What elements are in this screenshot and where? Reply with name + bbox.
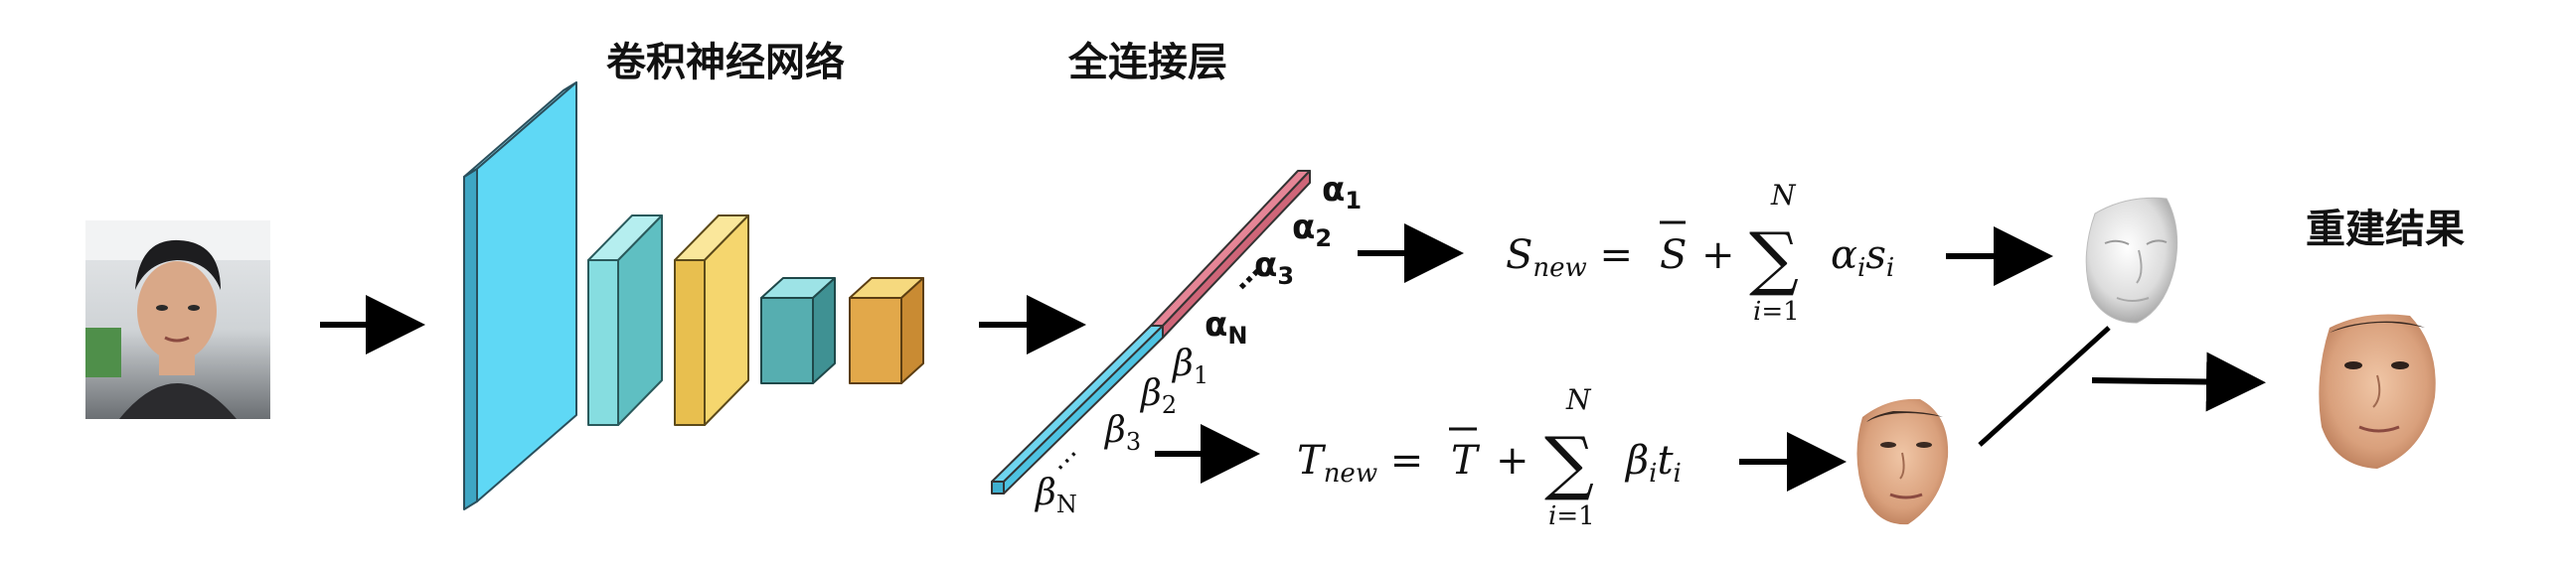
texture-equation: Tnew = T + ∑ N i=1 βiti (1297, 383, 1682, 531)
svg-text:Snew =: Snew = (1506, 232, 1633, 283)
conv-layer-4 (760, 277, 836, 384)
conv-layer-5 (849, 277, 924, 384)
svg-text:βiti: βiti (1624, 438, 1682, 489)
beta-1-label: β1 (1171, 344, 1208, 389)
arrow-to-result (2091, 352, 2266, 412)
alpha-2-label: α2 (1292, 208, 1332, 252)
gray-face-mesh (2085, 197, 2178, 324)
svg-text:∑: ∑ (1749, 217, 1799, 299)
svg-text:N: N (1770, 179, 1797, 212)
beta-n-label: βN (1034, 473, 1077, 518)
alpha-3-label: α3 (1254, 245, 1294, 290)
alpha-n-label: αN (1205, 305, 1247, 350)
svg-text:N: N (1565, 383, 1592, 416)
fc-layer-title: 全连接层 (1068, 40, 1227, 85)
result-title: 重建结果 (2306, 207, 2465, 252)
shape-equation: Snew = S + ∑ N i=1 αisi (1506, 179, 1894, 327)
merge-line (1978, 326, 2111, 447)
conv-layer-2 (587, 214, 663, 426)
svg-text:+: + (1496, 438, 1530, 484)
svg-text:i=1: i=1 (1753, 297, 1800, 327)
beta-3-label: β3 (1103, 410, 1141, 456)
cnn-title: 卷积神经网络 (606, 40, 845, 85)
svg-text:T: T (1451, 438, 1481, 484)
svg-text:S: S (1660, 232, 1687, 278)
svg-text:i=1: i=1 (1548, 501, 1595, 531)
conv-layer-1 (463, 81, 577, 510)
svg-text:αisi: αisi (1831, 232, 1894, 283)
fc-layer-bar (991, 170, 1311, 495)
svg-text:+: + (1701, 232, 1735, 278)
beta-2-label: β2 (1139, 373, 1177, 419)
input-face-photo (85, 220, 270, 419)
alpha-1-label: α1 (1322, 170, 1362, 214)
conv-layer-3 (674, 214, 749, 426)
reconstructed-face (2319, 314, 2436, 469)
fc-alpha-segment (1150, 170, 1311, 327)
textured-face-mesh (1856, 398, 1949, 525)
svg-text:∑: ∑ (1544, 422, 1594, 503)
svg-text:Tnew =: Tnew = (1297, 438, 1423, 489)
